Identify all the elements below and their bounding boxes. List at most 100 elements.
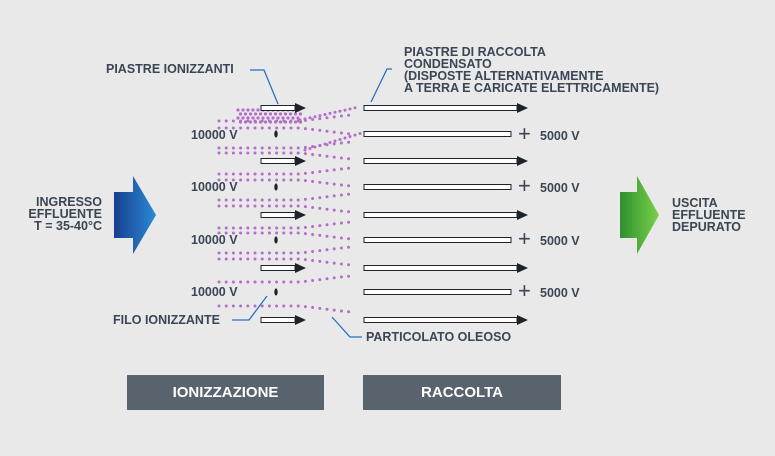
particle-dot [231,172,235,176]
particle-dot [281,116,285,120]
particle-dot [282,280,286,284]
collecting-plate-6 [363,237,512,243]
particle-dot [224,146,228,150]
particle-dot [260,151,264,155]
particle-dot [278,120,283,124]
particle-dot [347,237,351,241]
ionizing-plate-4 [260,265,296,271]
particle-dot [231,231,235,235]
particle-dot [260,198,264,202]
particle-dot [325,116,329,120]
particle-dot [217,198,221,202]
particle-dot [325,169,329,173]
particle-dot [318,144,322,147]
particle-dot [275,146,279,150]
particle-dot [267,172,271,176]
particle-dot [303,117,307,121]
particle-dot [347,140,351,144]
particle-dot [239,231,243,235]
particle-dot [260,178,264,182]
particle-dot [328,141,332,144]
particle-dot [268,120,273,124]
charge-sign-3: + [518,226,531,251]
ionizing-wire-2 [274,183,278,191]
particle-dot [275,178,279,182]
particle-dot [253,120,258,124]
particle-dot [325,195,329,199]
particle-dot [253,257,257,261]
particle-dot [267,198,271,202]
particle-dot [332,222,336,226]
leader-lines [232,68,392,338]
particle-dot [275,151,279,155]
particle-dot [311,153,315,156]
particle-dot [217,257,221,261]
particle-dot [224,251,228,255]
label-collecting-plates: PIASTRE DI RACCOLTA CONDENSATO (DISPOSTE… [404,45,660,95]
particle-dot [231,119,235,123]
label-outlet-line-2: EFFLUENTE [672,208,746,222]
particle-dot [253,231,257,235]
particle-dot [267,178,271,182]
collection-voltage-4: 5000 V [540,286,580,300]
particle-dot [339,275,343,279]
particle-dot [231,146,235,150]
particle-dot [282,231,286,235]
particle-dot [275,204,279,208]
particle-dot [298,112,303,116]
particle-dot [343,108,347,112]
particle-dot [296,151,300,155]
particle-dot [267,226,271,230]
particle-dot [224,151,228,155]
particle-dot [267,257,271,261]
particle-dot [289,204,293,208]
particle-dot [288,120,293,124]
particle-dot [332,208,336,212]
particle-dot [260,204,264,208]
particle-dot [339,193,343,197]
label-inlet: INGRESSO EFFLUENTE T = 35-40°C [22,196,102,233]
particle-dot [266,116,270,120]
particle-dot [239,198,243,202]
particle-dot [289,172,293,176]
particle-dot [311,279,315,282]
particle-dot [348,135,352,138]
particle-dot [217,231,221,235]
label-inlet-line-2: EFFLUENTE [28,207,102,221]
collecting-plate-4 [363,184,512,190]
particle-dot [339,114,343,118]
particle-dot [318,117,322,121]
particle-dot [348,107,352,111]
particle-dot [282,172,286,176]
particle-dot [267,280,271,284]
collecting-plate-8 [363,289,512,295]
particle-dot [246,146,250,150]
particle-dot [339,236,343,240]
collecting-plate-2 [363,131,512,137]
label-collecting-plates-line-4: A TERRA E CARICATE ELETTRICAMENTE) [404,81,660,95]
particle-dot [296,304,300,308]
particle-dot [246,280,250,284]
particle-dot [239,226,243,230]
label-collecting-plates-line-1: PIASTRE DI RACCOLTA [404,45,546,59]
particle-dot [339,309,343,313]
particle-dot [313,145,317,149]
particle-dot [347,192,351,196]
particle-dot [275,126,279,130]
label-oily-particulate: PARTICOLATO OLEOSO [366,330,512,344]
particle-dot [253,204,257,208]
particle-dot [224,178,228,182]
particle-dot [260,231,264,235]
particle-dot [260,226,264,230]
particle-dot [289,126,293,130]
ionizing-wire-3 [274,236,278,244]
particle-dot [231,126,235,130]
particle-dot [253,251,257,255]
particle-dot [246,172,250,176]
particle-dot [231,280,235,284]
ionizing-plate-1 [260,105,296,111]
particle-dot [246,251,250,255]
particle-dot [332,308,336,312]
particle-dot [325,154,329,158]
particle-dot [339,246,343,250]
